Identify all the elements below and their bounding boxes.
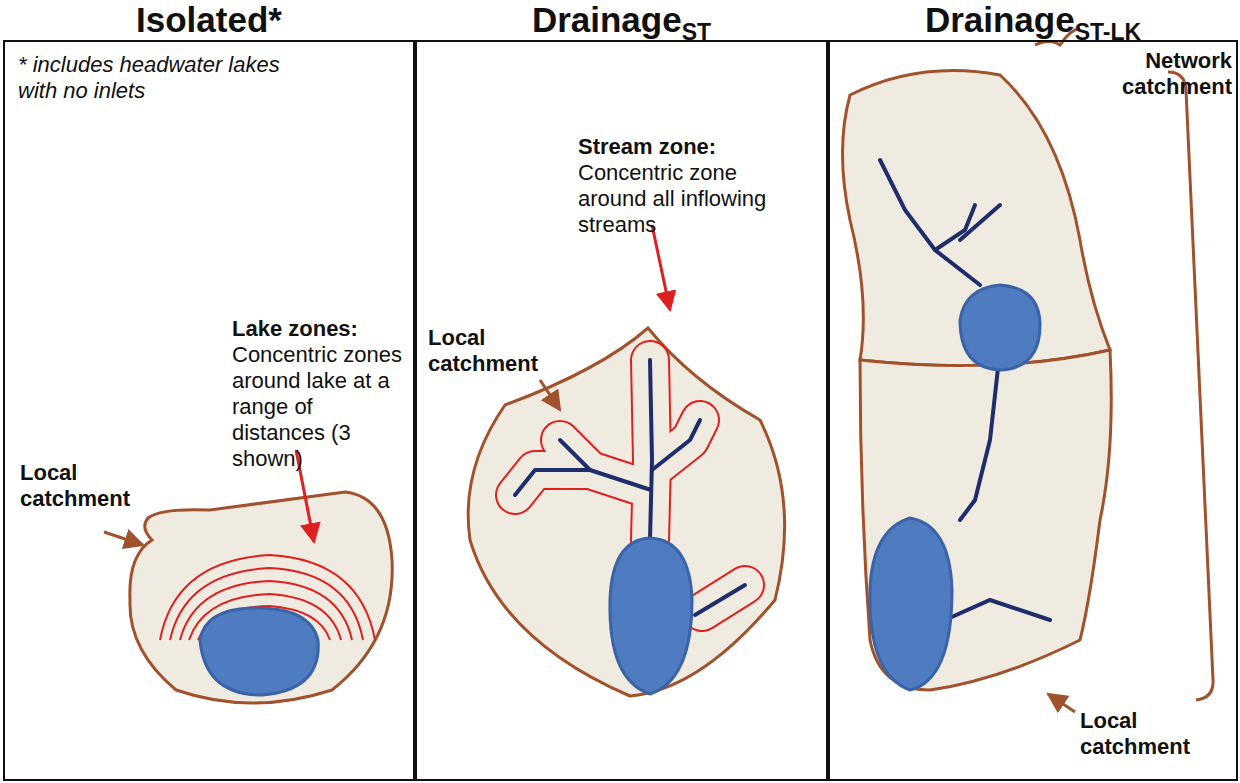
- panel-heading: DrainageST-LK: [828, 0, 1238, 52]
- lake: [960, 285, 1040, 370]
- heading-subscript: ST: [682, 19, 711, 45]
- panel-heading: DrainageST: [415, 0, 828, 52]
- local-catchment: [130, 492, 392, 703]
- heading-text: Drainage: [925, 0, 1075, 39]
- bracket: [1168, 72, 1213, 700]
- lake: [610, 538, 692, 694]
- panel-heading: Isolated*: [3, 0, 415, 40]
- zone-title: Stream zone:: [578, 134, 778, 160]
- lake: [870, 518, 952, 690]
- panel-frame: [3, 40, 415, 781]
- lake: [200, 608, 318, 695]
- panel: DrainageST-LK: [828, 0, 1238, 781]
- zone-title: Lake zones:: [232, 316, 407, 342]
- catchment-label: Local catchment: [20, 460, 140, 512]
- heading-text: Drainage: [532, 0, 682, 39]
- catchment-label: Local catchment: [428, 325, 548, 377]
- note: * includes headwater lakes with no inlet…: [18, 52, 308, 104]
- heading-subscript: ST-LK: [1075, 19, 1141, 45]
- zone-description: Concentric zone around all inflowing str…: [578, 160, 783, 238]
- local-catchment-lower: [860, 350, 1111, 690]
- zone-description: Concentric zones around lake at a range …: [232, 342, 404, 472]
- panel: DrainageST: [415, 0, 828, 781]
- heading-text: Isolated*: [136, 0, 282, 39]
- panel-frame: [828, 40, 1238, 781]
- catchment-label: Local catchment: [1080, 708, 1230, 760]
- catchment-label: Network catchment: [1060, 48, 1232, 100]
- local-catchment: [468, 328, 784, 696]
